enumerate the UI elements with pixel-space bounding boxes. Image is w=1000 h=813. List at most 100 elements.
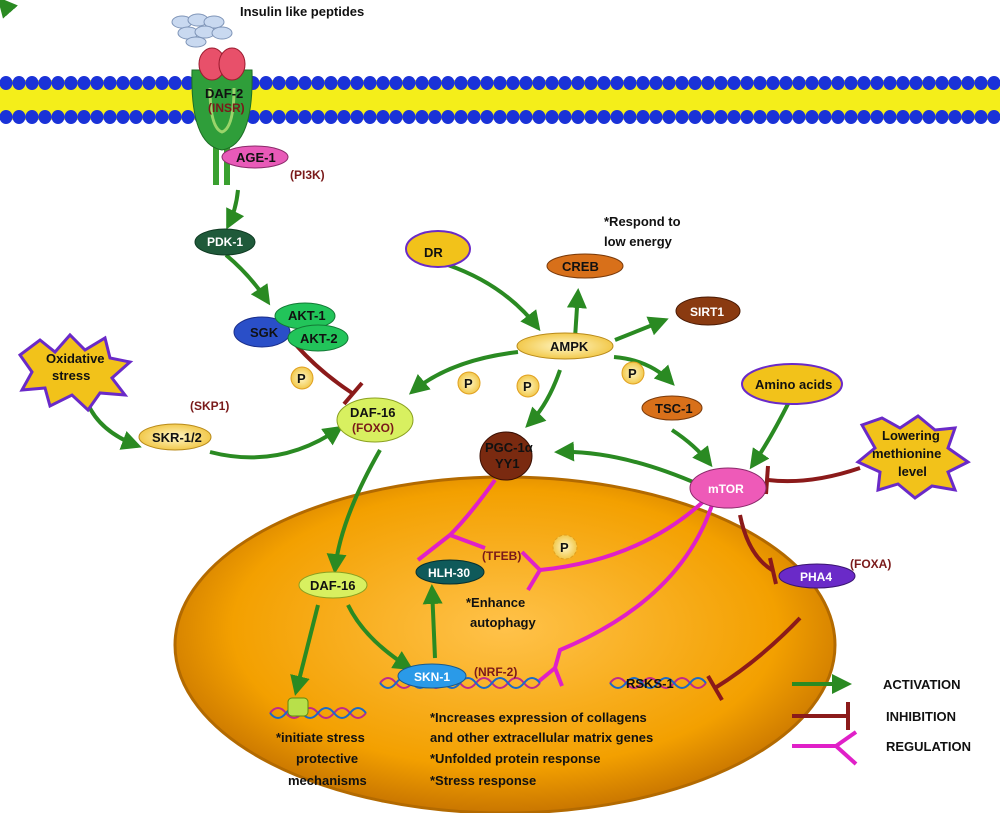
lowering-label-1: Lowering (882, 428, 940, 443)
legend-regulation: REGULATION (886, 739, 971, 754)
lipid-head (818, 110, 832, 124)
lipid-head (415, 76, 429, 90)
daf16-node (336, 397, 414, 443)
lipid-head (714, 76, 728, 90)
lipid-head (506, 110, 520, 124)
lipid-head (688, 76, 702, 90)
lipid-head (519, 76, 533, 90)
lipid-head (311, 110, 325, 124)
lipid-head (597, 76, 611, 90)
lipid-head (493, 110, 507, 124)
lipid-head (831, 76, 845, 90)
lipid-head (38, 110, 52, 124)
lipid-head (909, 76, 923, 90)
lipid-head (25, 110, 39, 124)
pi3k-label: (PI3K) (290, 168, 325, 182)
lipid-head (857, 110, 871, 124)
lipid-head (90, 110, 104, 124)
lipid-head (181, 110, 195, 124)
oxidative-stress-burst (17, 332, 134, 413)
lipid-head (129, 110, 143, 124)
lipid-head (376, 76, 390, 90)
lipid-head (350, 76, 364, 90)
lipid-head (909, 110, 923, 124)
lipid-head (779, 76, 793, 90)
sirt1-label: SIRT1 (690, 305, 724, 319)
insr-label: (INSR) (208, 101, 245, 115)
lipid-head (857, 76, 871, 90)
lipid-head (285, 76, 299, 90)
dr-label: DR (424, 245, 443, 260)
mtor-node (689, 467, 767, 509)
energy-note-2: low energy (604, 234, 673, 249)
lipid-head (961, 110, 975, 124)
insulin-peptides-icon (171, 13, 233, 48)
dr-node (405, 230, 471, 268)
legend-inhibition: INHIBITION (886, 709, 956, 724)
lipid-head (77, 76, 91, 90)
lipid-head (727, 76, 741, 90)
lipid-head (649, 76, 663, 90)
collagen-note-1: *Increases expression of collagens (430, 710, 647, 725)
lipid-head (285, 110, 299, 124)
lipid-head (740, 110, 754, 124)
lipid-head (571, 110, 585, 124)
p-label-4: P (628, 366, 637, 381)
age1-label: AGE-1 (236, 150, 276, 165)
lipid-head (38, 76, 52, 90)
lipid-head (753, 76, 767, 90)
lipid-head (987, 110, 1000, 124)
lipid-head (922, 110, 936, 124)
p-label-3: P (523, 379, 532, 394)
hlh30-node (415, 559, 485, 585)
lipid-head (675, 76, 689, 90)
akt-cluster: SGK AKT-1 AKT-2 (233, 302, 349, 352)
lipid-head (779, 110, 793, 124)
lipid-head (948, 110, 962, 124)
p-label-1: P (297, 371, 306, 386)
lipid-head (818, 76, 832, 90)
lipid-head (103, 76, 117, 90)
lipid-head (792, 76, 806, 90)
autophagy-note-2: autophagy (470, 615, 536, 630)
lipid-head (64, 110, 78, 124)
pdk1-label: PDK-1 (207, 235, 243, 249)
lipid-head (961, 76, 975, 90)
lipid-head (987, 76, 1000, 90)
lipid-head (0, 76, 13, 90)
regulation-arrows (416, 478, 714, 687)
lipid-head (51, 76, 65, 90)
lipid-head (376, 110, 390, 124)
lipid-head (90, 76, 104, 90)
diagram-title: Insulin like peptides (240, 4, 364, 19)
lipid-head (740, 76, 754, 90)
p-label-5: P (560, 540, 569, 555)
lipid-head (454, 76, 468, 90)
pha4-node (778, 563, 856, 589)
lipid-head (584, 110, 598, 124)
lipid-head (662, 110, 676, 124)
lipid-head (766, 76, 780, 90)
lipid-head (506, 76, 520, 90)
lipid-head (623, 76, 637, 90)
legend-activation: ACTIVATION (883, 677, 961, 692)
daf16-nuclear-label: DAF-16 (310, 578, 356, 593)
lipid-head (415, 110, 429, 124)
daf16-label: DAF-16 (350, 405, 396, 420)
lipid-head (168, 110, 182, 124)
lipid-head (116, 76, 130, 90)
initiate-note-2: protective (296, 751, 358, 766)
lipid-head (324, 110, 338, 124)
hlh30-label: HLH-30 (428, 566, 470, 580)
ampk-label: AMPK (550, 339, 589, 354)
lipid-head (402, 76, 416, 90)
lipid-head (974, 110, 988, 124)
skr-node (138, 423, 212, 451)
lipid-head (402, 110, 416, 124)
lipid-head (155, 110, 169, 124)
lipid-head (324, 76, 338, 90)
skr-label: SKR-1/2 (152, 430, 202, 445)
lipid-head (389, 110, 403, 124)
lipid-head (922, 76, 936, 90)
